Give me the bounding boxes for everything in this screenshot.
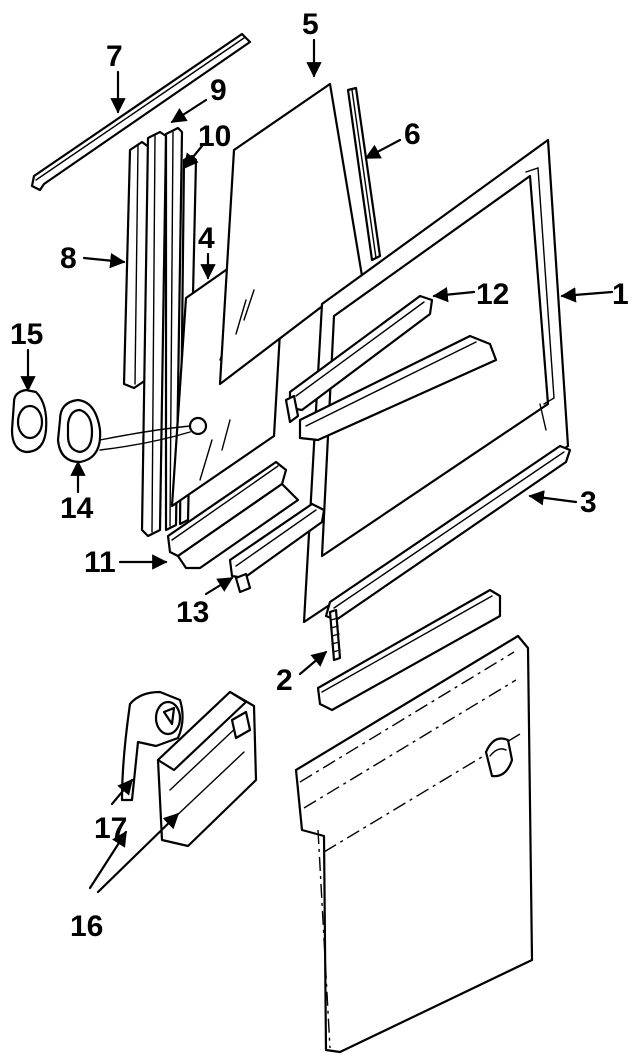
- leader-6: [364, 138, 402, 160]
- part-14-latch-bezel: [56, 398, 208, 464]
- callout-14: 14: [60, 492, 94, 525]
- callout-3: 3: [580, 486, 597, 519]
- callout-11: 11: [84, 546, 116, 579]
- leader-8: [82, 252, 126, 269]
- callout-labels: 7 9 10 5 6 4 8 1 12 15 14 3 11 13 2 17 1…: [10, 8, 629, 943]
- leader-17: [110, 778, 134, 806]
- callout-7: 7: [106, 40, 123, 73]
- sash-rail-detail: [298, 334, 498, 442]
- leader-9: [170, 98, 208, 124]
- part-15-latch-knob: [10, 388, 48, 454]
- callout-16: 16: [70, 910, 103, 943]
- leader-3: [528, 490, 578, 506]
- leader-lines: [20, 38, 614, 894]
- callout-15: 15: [10, 318, 43, 351]
- callout-12: 12: [476, 278, 509, 311]
- leader-10: [182, 144, 204, 170]
- part-11-lower-channel: [166, 460, 300, 570]
- leader-16b: [96, 812, 180, 894]
- part-13-lower-sash: [228, 502, 326, 594]
- leader-1: [560, 287, 614, 303]
- callout-8: 8: [60, 242, 77, 275]
- callout-10: 10: [198, 120, 231, 153]
- part-7-upper-strip: [30, 32, 252, 192]
- callout-17: 17: [94, 812, 127, 845]
- callout-2: 2: [276, 664, 293, 697]
- part-16-bracket: [156, 690, 258, 848]
- part-3-belt-strip: [324, 444, 572, 622]
- part-6-run-channel: [346, 86, 382, 262]
- callout-9: 9: [210, 74, 227, 107]
- callout-4: 4: [198, 222, 215, 255]
- callout-1: 1: [612, 278, 629, 311]
- callout-6: 6: [404, 118, 421, 151]
- leader-12: [432, 286, 476, 303]
- part-12-upper-sash: [284, 294, 434, 424]
- leader-2: [298, 650, 328, 676]
- callout-13: 13: [176, 596, 209, 629]
- leader-16a: [88, 830, 128, 890]
- lower-door-panel: [294, 588, 534, 1054]
- part-17-roller: [120, 690, 184, 802]
- leader-13: [204, 576, 234, 596]
- callout-5: 5: [302, 8, 319, 41]
- part-2-stud: [328, 608, 342, 662]
